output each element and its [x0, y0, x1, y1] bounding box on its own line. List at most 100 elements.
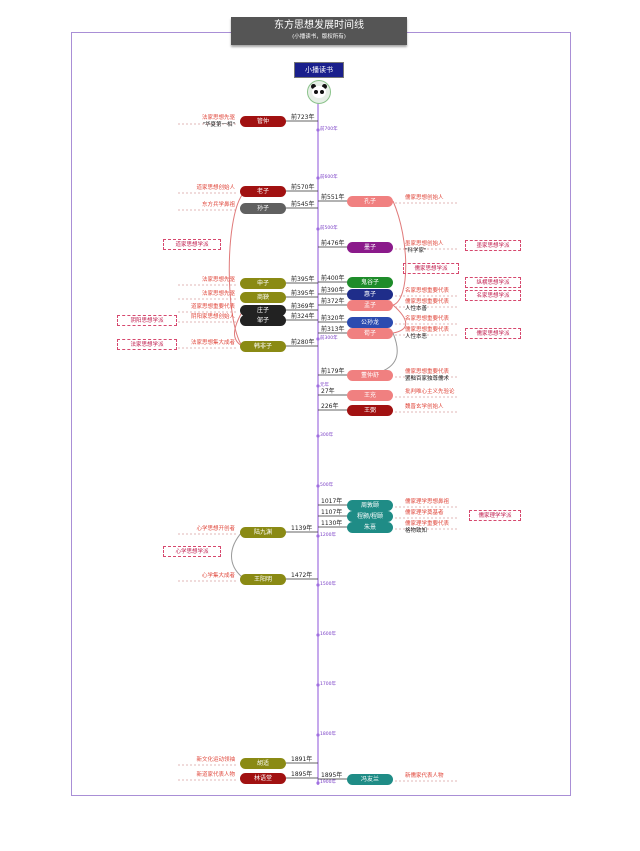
axis-tick-label: 1200年	[320, 533, 336, 538]
thinker-pill-left: 商鞅	[240, 292, 286, 303]
brand-badge: 小播读书	[294, 62, 344, 78]
year-label: 1130年	[321, 520, 343, 527]
thinker-note: 人性本善	[405, 306, 428, 312]
page-title: 东方思想发展时间线	[274, 20, 364, 31]
year-label: 1139年	[291, 525, 313, 532]
thinker-pill-left: 申子	[240, 278, 286, 289]
thinker-pill-left: 庄子	[240, 305, 286, 316]
thinker-note: 名家思想重要代表	[405, 288, 450, 294]
thinker-note: 名家思想重要代表	[405, 316, 450, 322]
thinker-pill-right: 孔子	[347, 196, 393, 207]
page-subtitle: (小播读书，版权所有)	[292, 34, 346, 40]
axis-tick-dot	[316, 384, 320, 388]
year-label: 1472年	[291, 572, 313, 579]
thinker-pill-right: 董仲舒	[347, 370, 393, 381]
thinker-note: 新儒家代表人物	[405, 773, 444, 779]
thinker-pill-right: 荀子	[347, 328, 393, 339]
year-label: 前179年	[321, 368, 345, 375]
thinker-pill-right: 孟子	[347, 300, 393, 311]
year-label: 前390年	[321, 287, 345, 294]
thinker-note: 心学集大成者	[201, 573, 235, 579]
year-label: 1895年	[321, 772, 343, 779]
year-label: 前400年	[321, 275, 345, 282]
thinker-pill-right: 公孙龙	[347, 317, 393, 328]
thinker-pill-right: 王弼	[347, 405, 393, 416]
axis-tick-label: 前700年	[320, 127, 338, 132]
thinker-note: 阴阳家思想创始人	[190, 314, 235, 320]
thinker-pill-left: 陆九渊	[240, 527, 286, 538]
year-label: 1107年	[321, 509, 343, 516]
year-label: 1895年	[291, 771, 313, 778]
thinker-note: "科学家"	[405, 248, 427, 254]
thinker-pill-left: 林语堂	[240, 773, 286, 784]
axis-tick-label: 1800年	[320, 732, 336, 737]
year-label: 前320年	[321, 315, 345, 322]
school-box-mingjia: 名家思想学派	[465, 290, 521, 301]
year-label: 前324年	[291, 313, 315, 320]
thinker-note: 道家思想重要代表	[190, 304, 235, 310]
school-box-yinyang: 阴阳思想学派	[117, 315, 177, 326]
axis-tick-label: 300年	[320, 433, 334, 438]
year-label: 前395年	[291, 290, 315, 297]
school-box-daojia: 道家思想学派	[163, 239, 221, 250]
axis-tick-label: 前500年	[320, 226, 338, 231]
thinker-pill-left: 管仲	[240, 116, 286, 127]
thinker-pill-left: 邹子	[240, 315, 286, 326]
thinker-note: 儒家思想重要代表	[405, 299, 450, 305]
year-label: 前545年	[291, 201, 315, 208]
thinker-pill-right: 墨子	[347, 242, 393, 253]
year-label: 前280年	[291, 339, 315, 346]
axis-tick-dot	[316, 534, 320, 538]
thinker-pill-right: 程颢/程颐	[347, 511, 393, 522]
year-label: 前476年	[321, 240, 345, 247]
thinker-note: 儒家思想创始人	[405, 195, 444, 201]
thinker-note: 东方兵学鼻祖	[201, 202, 235, 208]
thinker-pill-left: 韩非子	[240, 341, 286, 352]
thinker-pill-right: 周敦颐	[347, 500, 393, 511]
axis-tick-dot	[316, 633, 320, 637]
year-label: 前723年	[291, 114, 315, 121]
thinker-pill-right: 王充	[347, 390, 393, 401]
school-box-rujia: 儒家思想学派	[403, 263, 459, 274]
panda-icon	[307, 80, 331, 104]
year-label: 前551年	[321, 194, 345, 201]
year-label: 前313年	[321, 326, 345, 333]
axis-tick-label: 1900年	[320, 780, 336, 785]
thinker-note: 墨家思想创始人	[405, 241, 444, 247]
axis-tick-dot	[316, 583, 320, 587]
thinker-note: 格物致知	[405, 528, 428, 534]
axis-tick-label: 1600年	[320, 632, 336, 637]
thinker-note: 罢黜百家独尊儒术	[405, 376, 450, 382]
axis-tick-label: 元年	[320, 383, 329, 388]
thinker-pill-left: 胡适	[240, 758, 286, 769]
thinker-note: 儒家思想重要代表	[405, 369, 450, 375]
axis-tick-dot	[316, 683, 320, 687]
year-label: 27年	[321, 388, 335, 395]
thinker-note: 人性本恶	[405, 334, 428, 340]
thinker-note: 新文化运动领袖	[196, 757, 235, 763]
thinker-note: 法家思想先驱	[201, 291, 235, 297]
axis-tick-dot	[316, 176, 320, 180]
axis-tick-dot	[316, 781, 320, 785]
axis-tick-label: 500年	[320, 483, 334, 488]
axis-tick-label: 1700年	[320, 682, 336, 687]
thinker-note: 批判唯心主义先验论	[405, 389, 455, 395]
year-label: 前395年	[291, 276, 315, 283]
thinker-note: 儒家思想重要代表	[405, 327, 450, 333]
axis-tick-dot	[316, 434, 320, 438]
thinker-note: 道家思想创始人	[196, 185, 235, 191]
school-box-mojia: 墨家思想学派	[465, 240, 521, 251]
school-box-zongheng: 纵横思想学派	[465, 277, 521, 288]
thinker-pill-left: 王阳明	[240, 574, 286, 585]
thinker-pill-left: 老子	[240, 186, 286, 197]
axis-tick-dot	[316, 337, 320, 341]
axis-tick-dot	[316, 484, 320, 488]
title-banner: 东方思想发展时间线 (小播读书，版权所有)	[231, 17, 407, 45]
thinker-pill-left: 孙子	[240, 203, 286, 214]
thinker-pill-right: 鬼谷子	[347, 277, 393, 288]
thinker-note: "华夏第一相"	[202, 122, 235, 128]
axis-tick-label: 前300年	[320, 336, 338, 341]
school-box-fajia: 法家思想学派	[117, 339, 177, 350]
year-label: 1891年	[291, 756, 313, 763]
